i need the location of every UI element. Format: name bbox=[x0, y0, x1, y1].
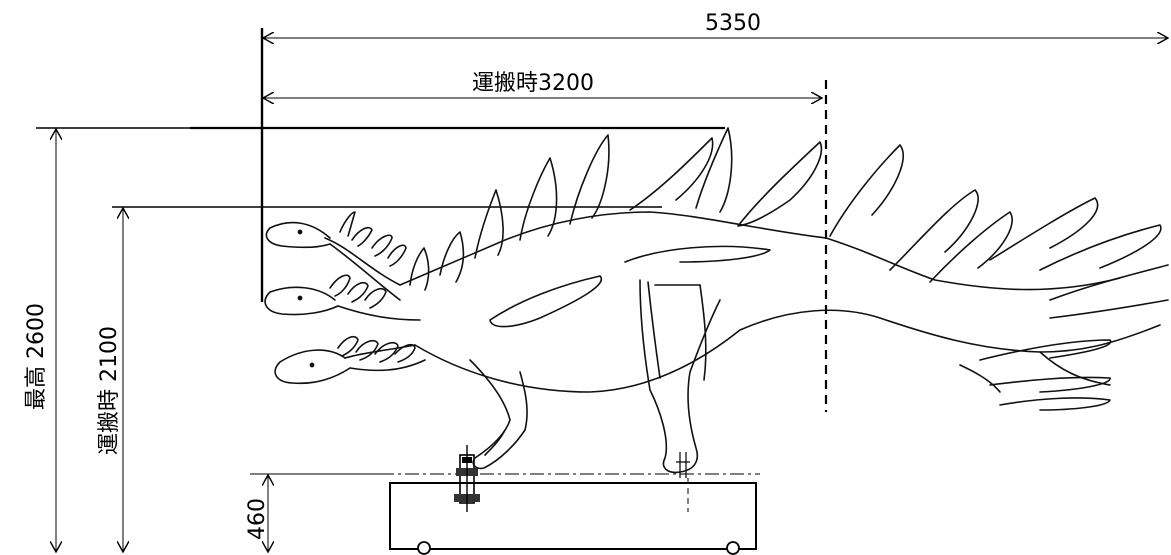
caster-left bbox=[417, 541, 431, 555]
dinosaur-back-outline bbox=[324, 211, 1121, 291]
transport-height-label: 運搬時 2100 bbox=[97, 326, 122, 455]
caster-right bbox=[726, 541, 740, 555]
overall-length-label: 5350 bbox=[705, 11, 761, 36]
head-lower bbox=[274, 349, 351, 385]
rear-mount-bracket bbox=[676, 452, 690, 512]
dimension-lines bbox=[36, 28, 1168, 552]
base-platform bbox=[380, 445, 760, 555]
transport-length-label: 運搬時3200 bbox=[472, 71, 594, 96]
dinosaur-belly-outline bbox=[414, 309, 1161, 393]
base-height-label: 460 bbox=[245, 498, 270, 540]
front-leg bbox=[469, 359, 528, 470]
base-box bbox=[389, 482, 757, 550]
max-height-label: 最高 2600 bbox=[24, 303, 49, 410]
hind-leg bbox=[639, 279, 721, 474]
front-mount-bracket bbox=[454, 445, 480, 512]
dinosaur-figure bbox=[264, 127, 1169, 474]
head-middle bbox=[264, 286, 339, 316]
head-upper bbox=[265, 221, 331, 249]
